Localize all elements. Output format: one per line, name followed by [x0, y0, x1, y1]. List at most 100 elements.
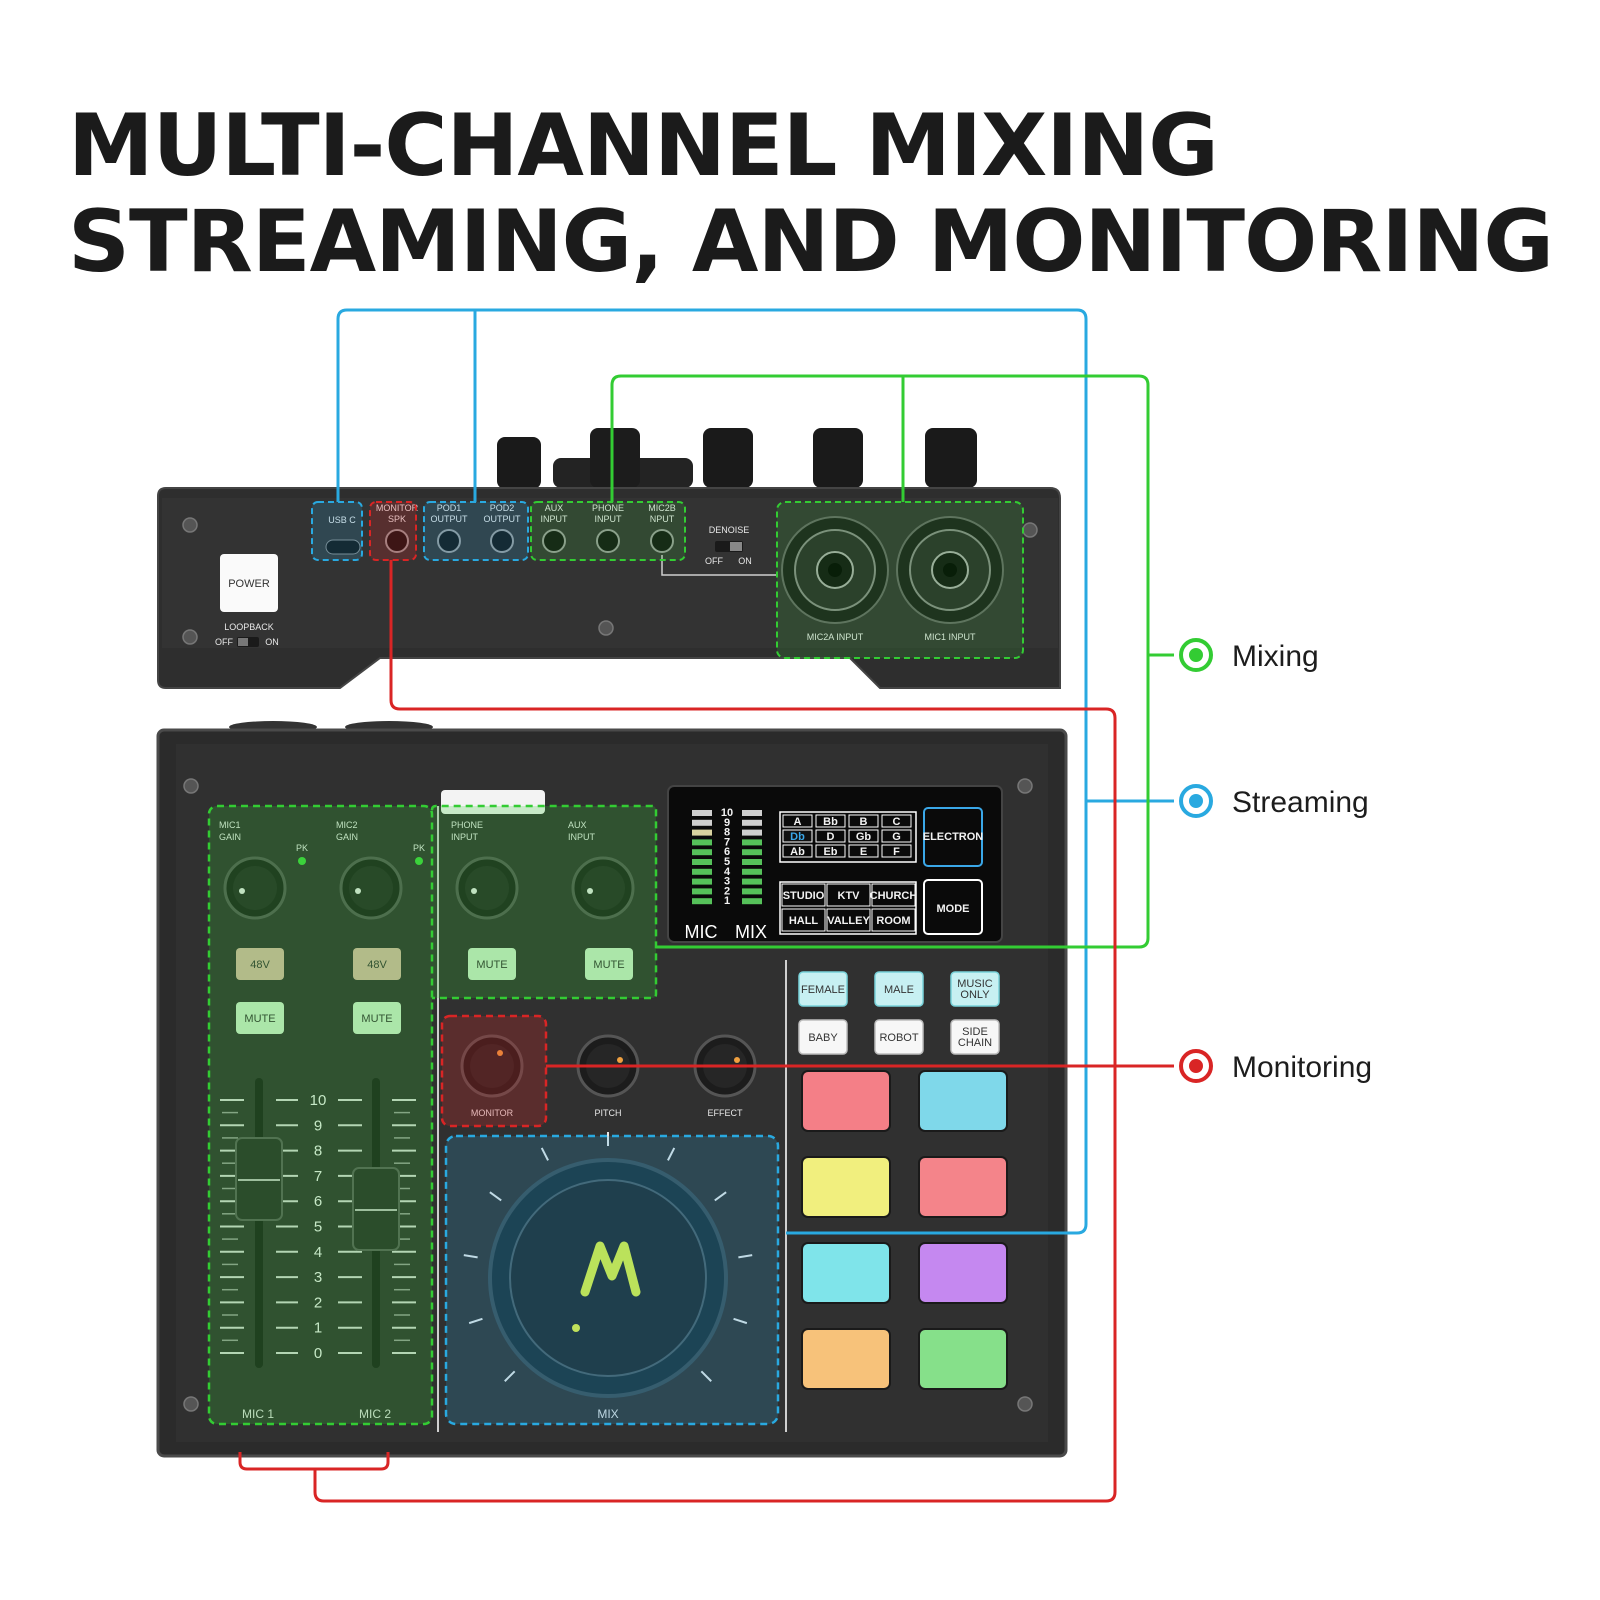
usb-c-port[interactable]	[325, 539, 361, 555]
meter-scale-label: 8	[724, 827, 730, 839]
voice-button[interactable]	[874, 1019, 924, 1055]
voice-button-label: ONLY	[960, 989, 990, 1001]
fader-scale-label: 7	[314, 1168, 322, 1185]
mic2-fader-label: MIC 2	[359, 1407, 391, 1421]
mic1-gain-knob[interactable]	[223, 856, 287, 920]
fader-scale-label: 5	[314, 1219, 322, 1236]
reverb-label: STUDIO	[783, 890, 825, 902]
monitor-knob[interactable]	[460, 1034, 524, 1098]
key-cell[interactable]	[848, 829, 879, 843]
pad-button[interactable]	[918, 1070, 1008, 1132]
meter-scale-label: 9	[724, 817, 730, 829]
aux-input-label-1: AUX	[545, 503, 564, 513]
mic1-xlr-combo-jack[interactable]	[896, 516, 1004, 624]
streaming-line	[336, 308, 1088, 1235]
top-knob-icon	[590, 428, 640, 488]
monitor-label: MONITOR	[471, 1108, 514, 1118]
mic2b-label-1: MIC2B	[648, 503, 676, 513]
pod1-output-jack[interactable]	[437, 529, 461, 553]
electron-mode-box[interactable]	[923, 807, 983, 867]
key-cell[interactable]	[782, 814, 813, 828]
aux-input-knob[interactable]	[571, 856, 635, 920]
fader-scale-label: 6	[314, 1193, 322, 1210]
pk-label: PK	[413, 843, 425, 853]
phone-input-knob[interactable]	[455, 856, 519, 920]
pod2-output-jack[interactable]	[490, 529, 514, 553]
pad-button[interactable]	[918, 1156, 1008, 1218]
reverb-cell[interactable]	[781, 883, 826, 907]
mix-meter-segment	[742, 868, 762, 875]
voice-button[interactable]	[950, 971, 1000, 1007]
pad-button[interactable]	[801, 1156, 891, 1218]
aux-mute-button[interactable]	[585, 948, 633, 980]
key-cell[interactable]	[815, 814, 846, 828]
fader-scale-label: 10	[310, 1092, 327, 1109]
pad-button[interactable]	[918, 1328, 1008, 1390]
aux-input-jack[interactable]	[542, 529, 566, 553]
voice-button-label: MALE	[884, 984, 914, 996]
denoise-switch-thumb	[730, 542, 742, 551]
denoise-on-label: ON	[738, 556, 752, 566]
pad-button[interactable]	[801, 1242, 891, 1304]
mode-box[interactable]	[923, 879, 983, 935]
key-cell[interactable]	[881, 814, 912, 828]
loopback-on-label: ON	[265, 637, 279, 647]
mic2a-input-label: MIC2A INPUT	[807, 632, 864, 642]
mic1-mute-button[interactable]	[236, 1002, 284, 1034]
voice-button[interactable]	[950, 1019, 1000, 1055]
phone-input-jack[interactable]	[596, 529, 620, 553]
key-label: Bb	[823, 816, 838, 828]
fader-scale-label: 3	[314, 1269, 322, 1286]
voice-button[interactable]	[874, 971, 924, 1007]
key-cell[interactable]	[815, 829, 846, 843]
mic2-fader-handle[interactable]	[352, 1167, 400, 1251]
aux-mute-label: MUTE	[593, 959, 624, 971]
pad-button[interactable]	[801, 1328, 891, 1390]
key-cell[interactable]	[881, 829, 912, 843]
mic1-48v-button[interactable]	[236, 948, 284, 980]
fader-scale-label: 8	[314, 1143, 322, 1160]
mic1-fader-handle[interactable]	[235, 1137, 283, 1221]
rear-inputs-highlight	[530, 501, 686, 561]
key-cell[interactable]	[848, 814, 879, 828]
mic2-48v-button[interactable]	[353, 948, 401, 980]
mix-dial-tick	[463, 1254, 478, 1259]
reverb-cell[interactable]	[871, 883, 916, 907]
electron-label: ELECTRON	[923, 831, 984, 843]
power-button[interactable]	[220, 554, 278, 612]
page-title: MULTI-CHANNEL MIXING STREAMING, AND MONI…	[68, 98, 1554, 290]
front-screws	[183, 778, 1033, 1412]
legend-item-mixing: Mixing	[1179, 638, 1319, 673]
key-cell[interactable]	[815, 844, 846, 858]
key-cell[interactable]	[848, 844, 879, 858]
mix-dial-tick	[468, 1317, 483, 1325]
key-cell[interactable]	[881, 844, 912, 858]
mic2b-input-jack[interactable]	[650, 529, 674, 553]
mic-meter-segment	[692, 898, 712, 905]
reverb-cell[interactable]	[826, 908, 871, 932]
mic2-gain-knob[interactable]	[339, 856, 403, 920]
key-label: E	[860, 846, 867, 858]
voice-button[interactable]	[798, 971, 848, 1007]
mix-dial[interactable]	[488, 1158, 728, 1398]
mix-meter-segment	[742, 839, 762, 846]
reverb-cell[interactable]	[781, 908, 826, 932]
mic2a-xlr-combo-jack[interactable]	[781, 516, 889, 624]
reverb-cell[interactable]	[871, 908, 916, 932]
key-label: D	[827, 831, 835, 843]
reverb-label: ROOM	[876, 915, 910, 927]
phone-mute-button[interactable]	[468, 948, 516, 980]
monitor-spk-jack[interactable]	[385, 529, 409, 553]
voice-button[interactable]	[798, 1019, 848, 1055]
pad-button[interactable]	[918, 1242, 1008, 1304]
key-cell[interactable]	[782, 844, 813, 858]
mic2-mute-label: MUTE	[361, 1013, 392, 1025]
mic2-mute-button[interactable]	[353, 1002, 401, 1034]
key-label: F	[893, 846, 900, 858]
reverb-cell[interactable]	[826, 883, 871, 907]
pad-button[interactable]	[801, 1070, 891, 1132]
key-cell[interactable]	[782, 829, 813, 843]
